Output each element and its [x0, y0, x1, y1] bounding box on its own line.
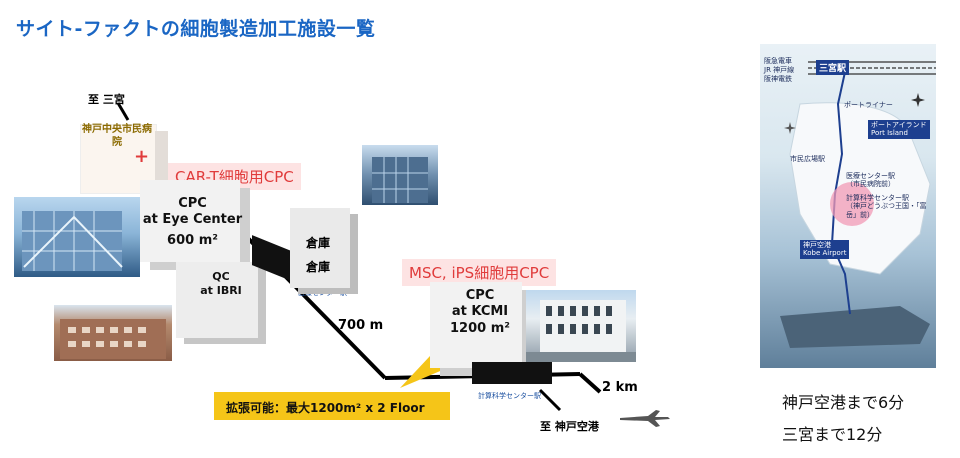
cpc-eye-line2: at Eye Center [142, 212, 243, 228]
qc-line2: at IBRI [200, 283, 242, 297]
cpc-eye-area: 600 m² [167, 232, 218, 248]
map-hanshin-label: 阪神電鉄 [764, 75, 792, 83]
cpc-eye-line1: CPC [178, 196, 207, 211]
qc-label: QC at IBRI [176, 270, 266, 298]
medical-center-station-label: 医療センター駅 [298, 289, 347, 297]
map-medical-center-sub: （市民病院前） [846, 180, 895, 189]
expansion-label: 拡張可能：最大1200m² x 2 Floor [226, 401, 425, 415]
cpc-eye-center-block [140, 180, 240, 262]
map-science-center-sub: （神戸どうぶつ王国・「富岳」前） [846, 202, 927, 219]
science-center-station-label: 計算科学センター駅 [478, 392, 541, 400]
airplane-icon [620, 410, 670, 427]
map-port-island-en: Port Island [871, 129, 908, 138]
route-line-south [538, 388, 562, 412]
cpc-kcmi-label: CPC at KCMI 1200 m² [430, 288, 530, 337]
map-kobe-airport-en: Kobe Airport [803, 249, 847, 258]
compass-icon [911, 93, 925, 107]
map-port-liner-label: ポートライナー [844, 101, 893, 109]
map-medical-center-label: 医療センター駅 （市民病院前） [846, 172, 895, 189]
distance-2km-label: 2 km [602, 380, 638, 395]
route-line-north [116, 102, 130, 121]
hospital-label: 神戸中央市民病院 [82, 124, 152, 148]
map-kobe-airport-badge: 神戸空港 Kobe Airport [800, 240, 850, 259]
map-science-center-label: 計算科学センター駅 （神戸どうぶつ王国・「富岳」前） [846, 194, 936, 219]
route-line-2km [578, 372, 602, 394]
access-airport-time: 神戸空港まで6分 [782, 393, 905, 412]
science-center-station-block [472, 362, 552, 384]
map-port-island-jp: ポートアイランド [871, 121, 927, 129]
qc-ibri-block [176, 262, 258, 338]
to-sannomiya-label: 至 三宮 [88, 93, 125, 106]
kcmi-photo [526, 290, 636, 362]
map-jr-label: JR 神戸線 [764, 66, 795, 74]
map-kobe-airport-jp: 神戸空港 [803, 241, 831, 249]
cpc-kcmi-line2: at KCMI [451, 304, 509, 320]
map-port-island-badge: ポートアイランド Port Island [868, 120, 930, 139]
to-kobe-airport-label: 至 神戸空港 [540, 420, 599, 433]
ibri-photo [54, 305, 172, 361]
access-sannomiya-time: 三宮まで12分 [782, 425, 883, 444]
warehouse-photo [362, 145, 438, 205]
map-medical-center-name: 医療センター駅 [846, 172, 895, 180]
page-title: サイト-ファクトの細胞製造加工施設一覧 [16, 18, 376, 40]
warehouse-2-label: 倉庫 [306, 260, 331, 274]
msc-ips-label: MSC, iPS細胞用CPC [402, 259, 557, 286]
warehouse-block [290, 208, 350, 288]
cpc-kcmi-line1: CPC [465, 288, 495, 303]
cpc-kcmi-area: 1200 m² [450, 320, 510, 336]
map-sannomiya-station: 三宮駅 [816, 60, 850, 75]
eye-center-photo [14, 197, 140, 277]
medical-cross-icon: + [134, 146, 150, 167]
expansion-banner [214, 392, 450, 420]
distance-700m-label: 700 m [338, 318, 384, 333]
qc-line1: QC [212, 270, 230, 283]
warehouse-1-label: 倉庫 [306, 236, 331, 250]
map-science-center-name: 計算科学センター駅 [846, 194, 909, 202]
map-hankyu-label: 阪急電車 [764, 57, 792, 65]
cpc-kcmi-block [430, 282, 522, 368]
cpc-eye-label: CPC at Eye Center 600 m² [140, 196, 245, 249]
access-map: 阪急電車 JR 神戸線 阪神電鉄 三宮駅 ポートライナー ポートアイランド Po… [760, 44, 936, 368]
map-shimin-hiroba-label: 市民広場駅 [790, 155, 825, 163]
